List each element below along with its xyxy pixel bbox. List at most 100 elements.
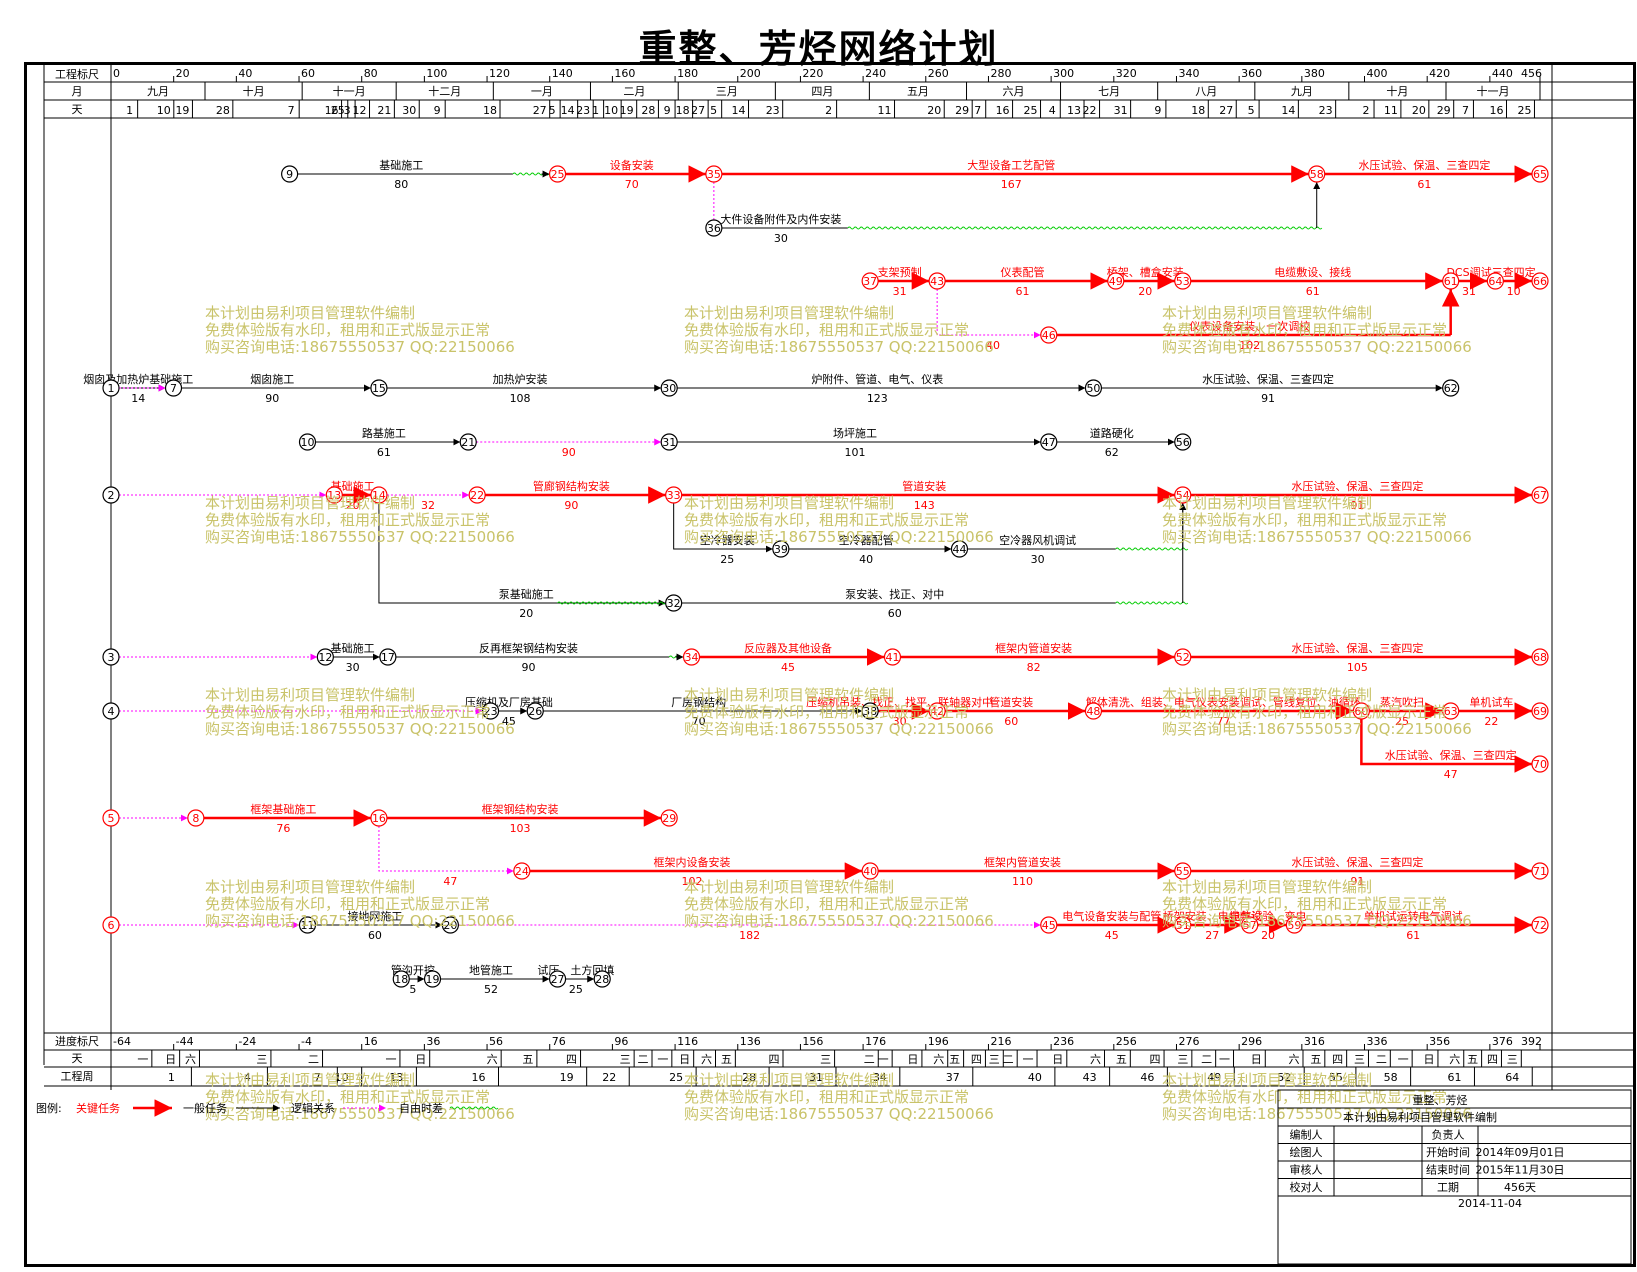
activity-name: 框架钢结构安装 [482,802,559,816]
progress-tick-label: -24 [238,1035,256,1048]
month-label: 一月 [531,85,553,98]
activity-duration: 91 [1350,875,1364,888]
event-node-label: 3 [108,651,115,664]
event-node [298,433,317,451]
week-label: 43 [1083,1071,1097,1084]
week-label: 40 [1028,1071,1042,1084]
event-node-label: 70 [1533,758,1547,771]
activity-name: 炉附件、管道、电气、仪表 [811,372,943,386]
event-node-label: 29 [662,812,676,825]
watermark-text: 购买咨询电话:18675550537 QQ:22150066 [684,338,994,356]
logic-link-label: 32 [421,499,435,512]
week-label: 64 [1505,1071,1519,1084]
ruler-tick-label: 300 [1053,67,1074,80]
weekday-label: 日 [1052,1053,1063,1066]
activity-duration: 70 [625,178,639,191]
progress-tick-label: 216 [990,1035,1011,1048]
event-node-label: 10 [300,436,314,449]
event-node [102,702,120,720]
weekday-label: 六 [487,1053,498,1066]
ruler-row-label: 工程标尺 [55,67,99,81]
activity-name: 泵基础施工 [499,588,554,601]
event-node-label: 53 [1176,275,1190,288]
event-node [392,970,410,988]
weekday-label: 一 [137,1053,148,1066]
weekday-label: 四 [1150,1053,1161,1066]
event-node-label: 42 [930,705,944,718]
watermark-text: 免费体验版有水印，租用和正式版显示正常 [205,1088,490,1106]
activity-duration: 70 [692,715,706,728]
watermark-text: 本计划由易利项目管理软件编制 [684,304,894,322]
event-node-label: 44 [952,543,966,556]
progress-tick-label: -44 [176,1035,194,1048]
watermark-text: 购买咨询电话:18675550537 QQ:22150066 [1162,528,1472,546]
day-label: 31 [1114,104,1128,117]
event-node-label: 5 [108,812,115,825]
event-node [861,702,879,720]
event-node [102,916,120,934]
ruler-tick-label: 360 [1241,67,1262,80]
activity-name: 道路硬化 [1090,426,1134,440]
progress-tick-label: 236 [1053,1035,1074,1048]
event-node [164,379,183,397]
activity-name: 设备安装 [610,158,654,172]
watermark-text: 免费体验版有水印，租用和正式版显示正常 [1162,511,1447,529]
watermark-text: 购买咨询电话:18675550537 QQ:22150066 [684,1105,994,1123]
day-label: 29 [955,104,969,117]
event-node [1531,648,1549,666]
activity-duration: 91 [1350,499,1364,512]
event-node-label: 15 [372,382,386,395]
event-node-label: 51 [1176,919,1190,932]
activity-name: 水压试验、保温、三查四定 [1202,372,1334,386]
progress-tick-label: 176 [865,1035,886,1048]
activity-name: 桥架、槽盒安装 [1107,265,1184,279]
activity-name: 电缆敷设、接线 [1274,265,1351,279]
event-node [102,648,120,666]
activity-duration: 61 [1306,285,1320,298]
event-node-label: 21 [461,436,475,449]
watermark-text: 本计划由易利项目管理软件编制 [684,686,894,704]
activity-duration: 60 [888,607,902,620]
progress-tick-label: 36 [426,1035,440,1048]
month-label: 四月 [811,85,833,98]
activity-duration: 90 [522,661,536,674]
watermark-text: 购买咨询电话:18675550537 QQ:22150066 [684,912,994,930]
progress-tick-label: 56 [489,1035,503,1048]
title-block-role: 编制人 [1290,1128,1323,1142]
progress-tick-label: 336 [1367,1035,1388,1048]
week-label: 58 [1384,1071,1398,1084]
progress-tick-label: 256 [1116,1035,1137,1048]
week-label: 52 [1277,1071,1291,1084]
activity-name: 空冷器配管 [839,533,894,547]
activity-duration: 45 [502,715,516,728]
progress-tick-label: 316 [1304,1035,1325,1048]
activity-duration: 102 [681,875,702,888]
legend-normal-label: 一般任务 [183,1102,227,1115]
week-label: 34 [873,1071,887,1084]
event-node-label: 54 [1176,489,1190,502]
weekday-label: 四 [768,1053,779,1066]
activity-duration: 82 [1027,661,1041,674]
month-row-label: 月 [72,85,83,98]
event-node-label: 32 [667,597,681,610]
week-label: 7 [314,1071,321,1084]
activity-name: 管道安装 [989,695,1033,709]
watermark-text: 购买咨询电话:18675550537 QQ:22150066 [684,720,994,738]
day-label: 21 [377,104,391,117]
watermark-text: 免费体验版有水印，租用和正式版显示正常 [1162,1088,1447,1106]
event-node [102,379,120,397]
event-node [1040,326,1058,344]
day-label: 22 [1083,104,1097,117]
event-node-label: 69 [1533,705,1547,718]
activity-duration: 14 [131,392,145,405]
event-node [861,862,879,880]
activity-name: 接地网施工 [347,910,402,923]
activity-name: 蒸汽吹扫 [1380,695,1424,709]
weekday-label: 六 [1090,1053,1101,1066]
title-block-role: 校对人 [1290,1180,1323,1194]
event-node-label: 19 [426,973,440,986]
activity-duration: 47 [1444,768,1458,781]
watermark-text: 购买咨询电话:18675550537 QQ:22150066 [205,338,515,356]
legend: 图例:关键任务一般任务逻辑关系自由时差 [36,1099,499,1117]
activity-duration: 62 [1105,446,1119,459]
